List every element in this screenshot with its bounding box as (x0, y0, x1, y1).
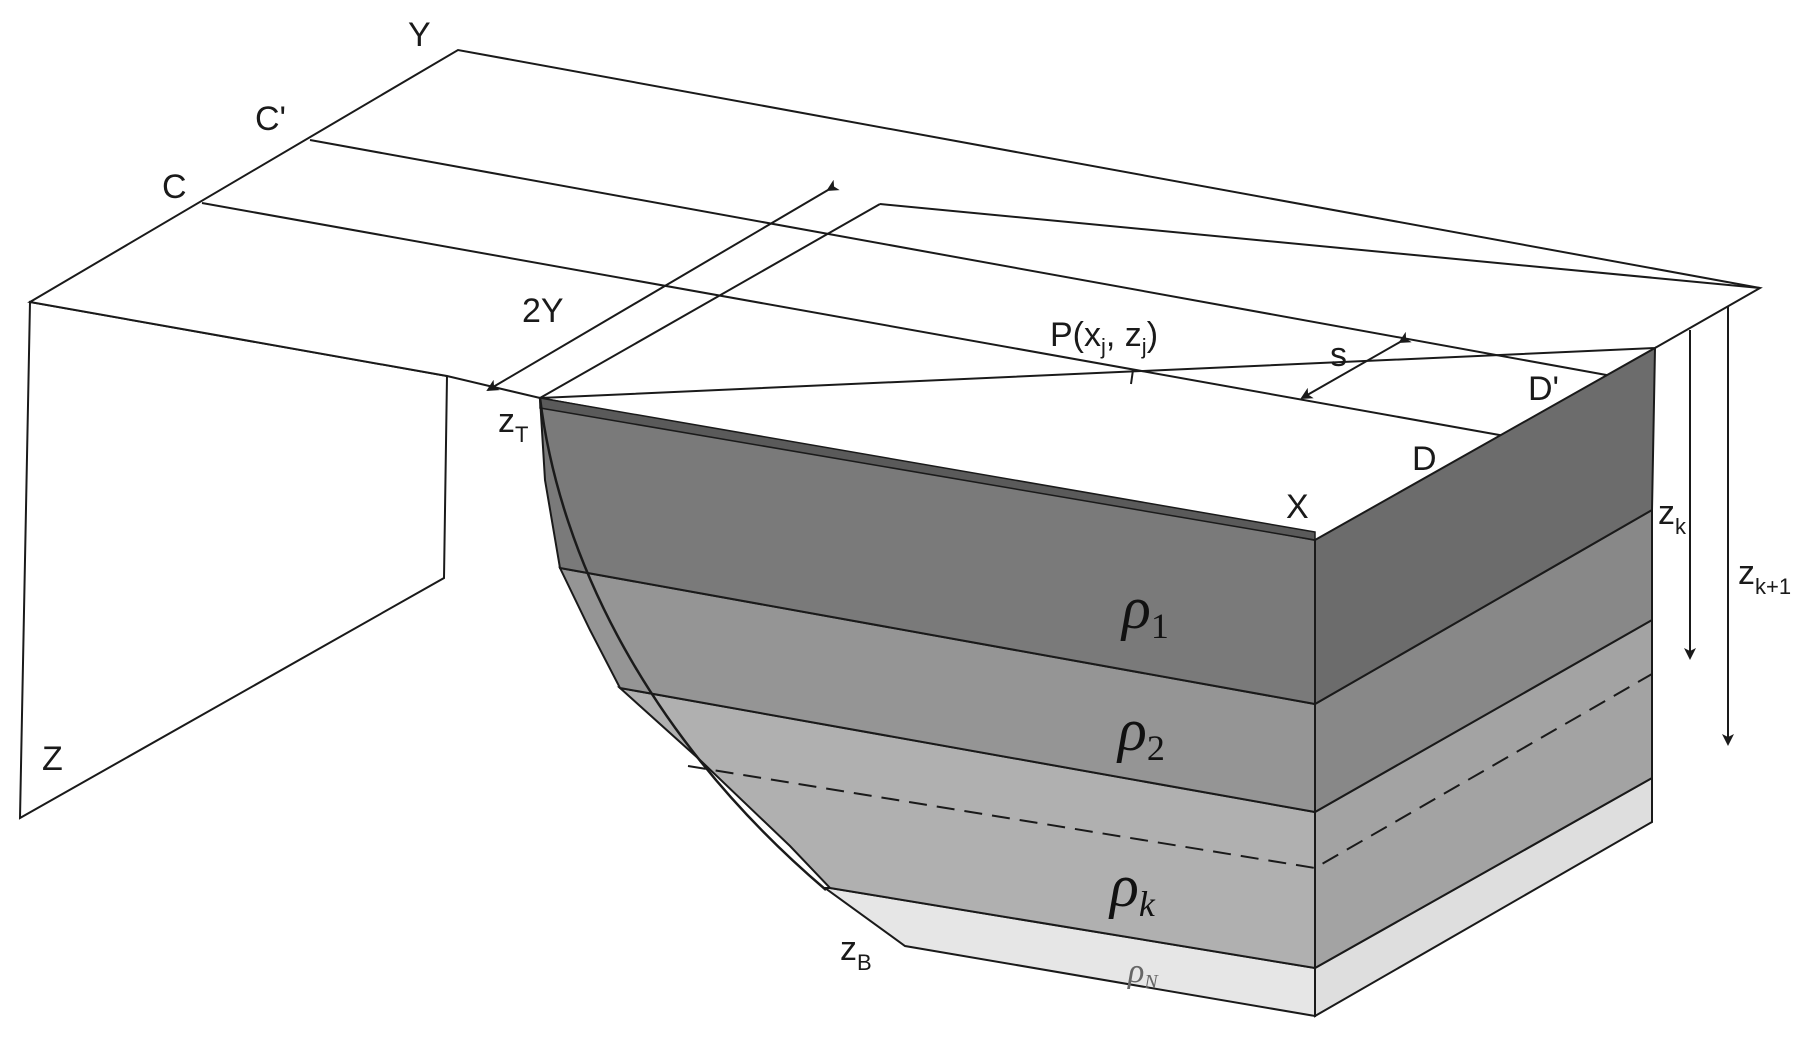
label-z-top: zT (498, 402, 528, 447)
label-2y: 2Y (522, 292, 564, 330)
label-zk1: zk+1 (1738, 554, 1791, 599)
dashed-interface (687, 673, 1653, 870)
top-plane (27, 48, 1763, 400)
label-rho1: ρ1 (1120, 575, 1169, 646)
label-z-axis: Z (42, 740, 63, 778)
label-y-axis: Y (408, 16, 431, 54)
vertical-plane-left (18, 300, 449, 820)
arrow-2y (486, 179, 840, 392)
label-c: C (162, 168, 187, 206)
basin-boundary-curve (538, 397, 827, 891)
profile-line-c-d (201, 202, 1506, 437)
label-zk: zk (1658, 494, 1687, 539)
label-x-axis: X (1286, 488, 1309, 526)
label-rho2: ρ2 (1116, 697, 1165, 768)
label-s: s (1330, 336, 1347, 374)
arrow-s (1300, 331, 1412, 399)
label-rhok: ρk (1108, 853, 1156, 924)
label-rhoN: ρN (1127, 953, 1159, 993)
layer-rho1-side (1314, 346, 1657, 706)
label-z-bottom: zB (840, 930, 872, 975)
label-c-prime: C' (255, 100, 286, 138)
label-d: D (1412, 440, 1437, 478)
label-point-p: P(xj, zj) (1050, 316, 1158, 359)
top-plane-inner-back (879, 203, 1761, 289)
point-p-tick (1130, 369, 1134, 385)
label-d-prime: D' (1528, 370, 1559, 408)
